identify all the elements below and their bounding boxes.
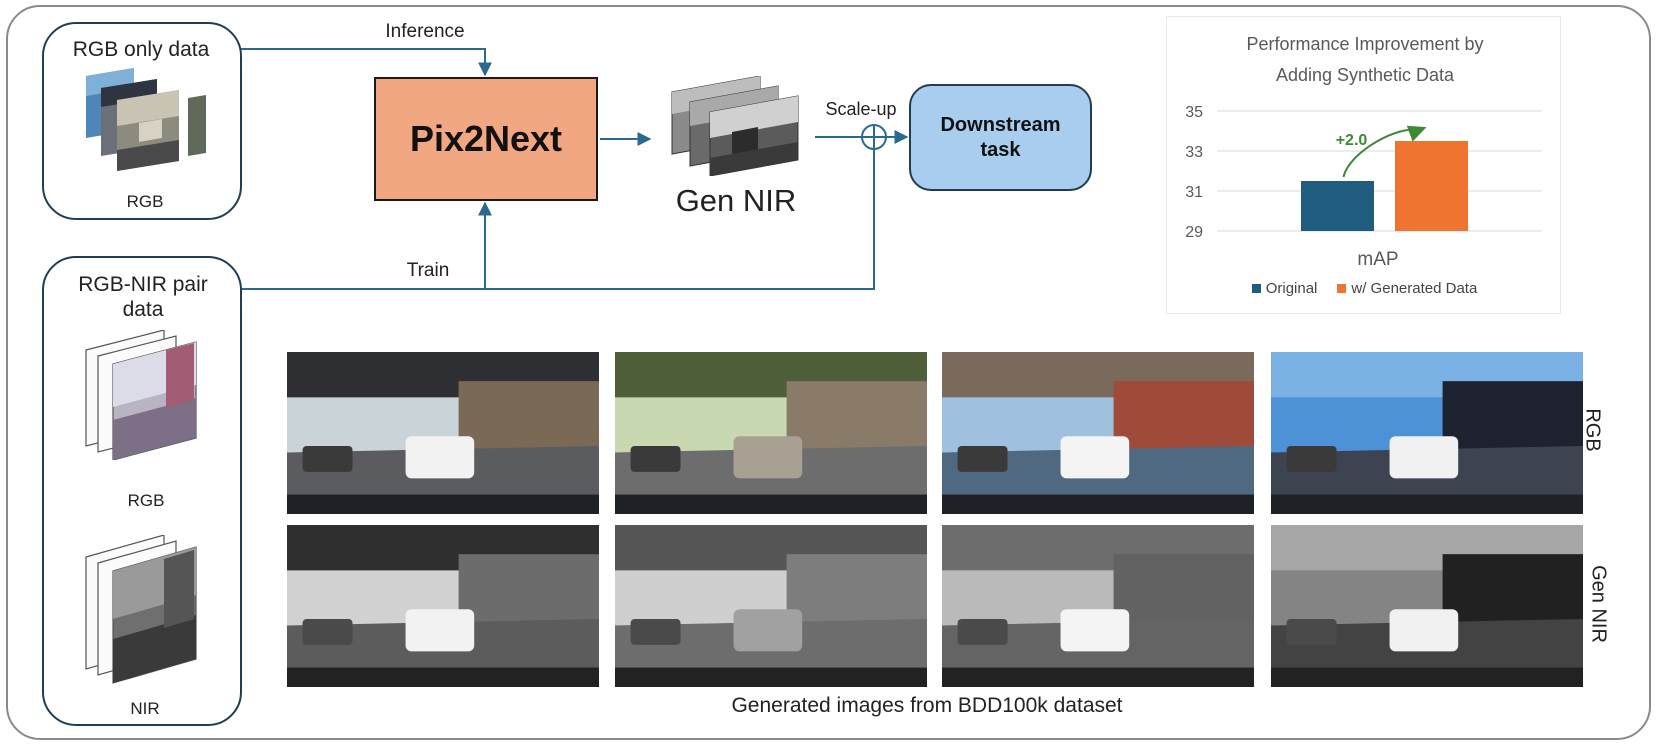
street-scene [287, 525, 599, 687]
y-tick-label: 35 [1185, 104, 1203, 121]
chart-xlabel: mAP [1357, 249, 1399, 270]
inference-label: Inference [385, 21, 465, 42]
gen-nir-photo-2 [615, 525, 927, 687]
rgb-nir-title-line2: data [122, 298, 164, 321]
figure-frame [6, 5, 1651, 740]
row-label-rgb: RGB [1581, 408, 1604, 452]
street-scene [942, 352, 1254, 514]
legend-item-original: Original [1251, 280, 1318, 297]
chart-title-line1: Performance Improvement by [1246, 34, 1484, 54]
pair-rgb-label: RGB [127, 491, 165, 510]
rgb-only-image-stack [86, 68, 206, 171]
chart-title-line2: Adding Synthetic Data [1275, 65, 1455, 85]
sum-node-cross [862, 125, 886, 149]
downstream-line2: task [980, 138, 1021, 161]
gen-nir-photo-1 [287, 525, 599, 687]
street-scene [1271, 352, 1583, 514]
y-tick-label: 31 [1185, 184, 1203, 201]
train-label: Train [406, 260, 450, 281]
y-tick-label: 29 [1185, 224, 1203, 241]
bar-generated [1395, 141, 1468, 231]
bar-original [1301, 181, 1374, 231]
legend-swatch [1337, 284, 1347, 293]
rgb-photo-3 [942, 352, 1254, 514]
inference-arrow [241, 48, 492, 77]
gen-nir-image-stack [671, 76, 799, 176]
pair-nir-image-stack [85, 535, 197, 684]
gen-nir-label: Gen NIR [675, 183, 797, 218]
downstream-task-box: Downstream task [909, 84, 1092, 191]
rgb-only-title: RGB only data [72, 38, 210, 61]
scaleup-feed-line [485, 150, 875, 290]
gain-arrowhead [1406, 125, 1427, 142]
rgb-nir-title-line1: RGB-NIR pair [78, 273, 208, 296]
gen-nir-photo-3 [942, 525, 1254, 687]
legend-swatch [1251, 284, 1261, 293]
street-scene [942, 525, 1254, 687]
street-scene [615, 352, 927, 514]
legend-text: w/ Generated Data [1351, 280, 1478, 297]
street-scene [615, 525, 927, 687]
bar-chart: 29 31 33 35 +2.0 [1185, 104, 1542, 241]
street-scene [287, 352, 599, 514]
rgb-photo-1 [287, 352, 599, 514]
downstream-line1: Downstream [940, 113, 1061, 136]
pair-nir-label: NIR [130, 699, 160, 718]
y-tick-label: 33 [1185, 144, 1203, 161]
chart-legend: Original w/ Generated Data [1167, 280, 1562, 298]
rgb-photo-2 [615, 352, 927, 514]
legend-text: Original [1265, 280, 1318, 297]
row-label-gen-nir: Gen NIR [1587, 565, 1610, 643]
legend-item-generated: w/ Generated Data [1337, 280, 1477, 297]
gain-annotation: +2.0 [1336, 132, 1368, 149]
chart-panel: Performance Improvement by Adding Synthe… [1166, 16, 1561, 314]
street-scene [1271, 525, 1583, 687]
pix2next-model-box: Pix2Next [374, 77, 598, 201]
pair-rgb-image-stack [85, 330, 197, 460]
rgb-only-sublabel: RGB [126, 192, 164, 211]
rgb-photo-4 [1271, 352, 1583, 514]
gen-nir-photo-4 [1271, 525, 1583, 687]
gallery-caption: Generated images from BDD100k dataset [731, 694, 1123, 717]
scaleup-label: Scale-up [825, 99, 897, 119]
